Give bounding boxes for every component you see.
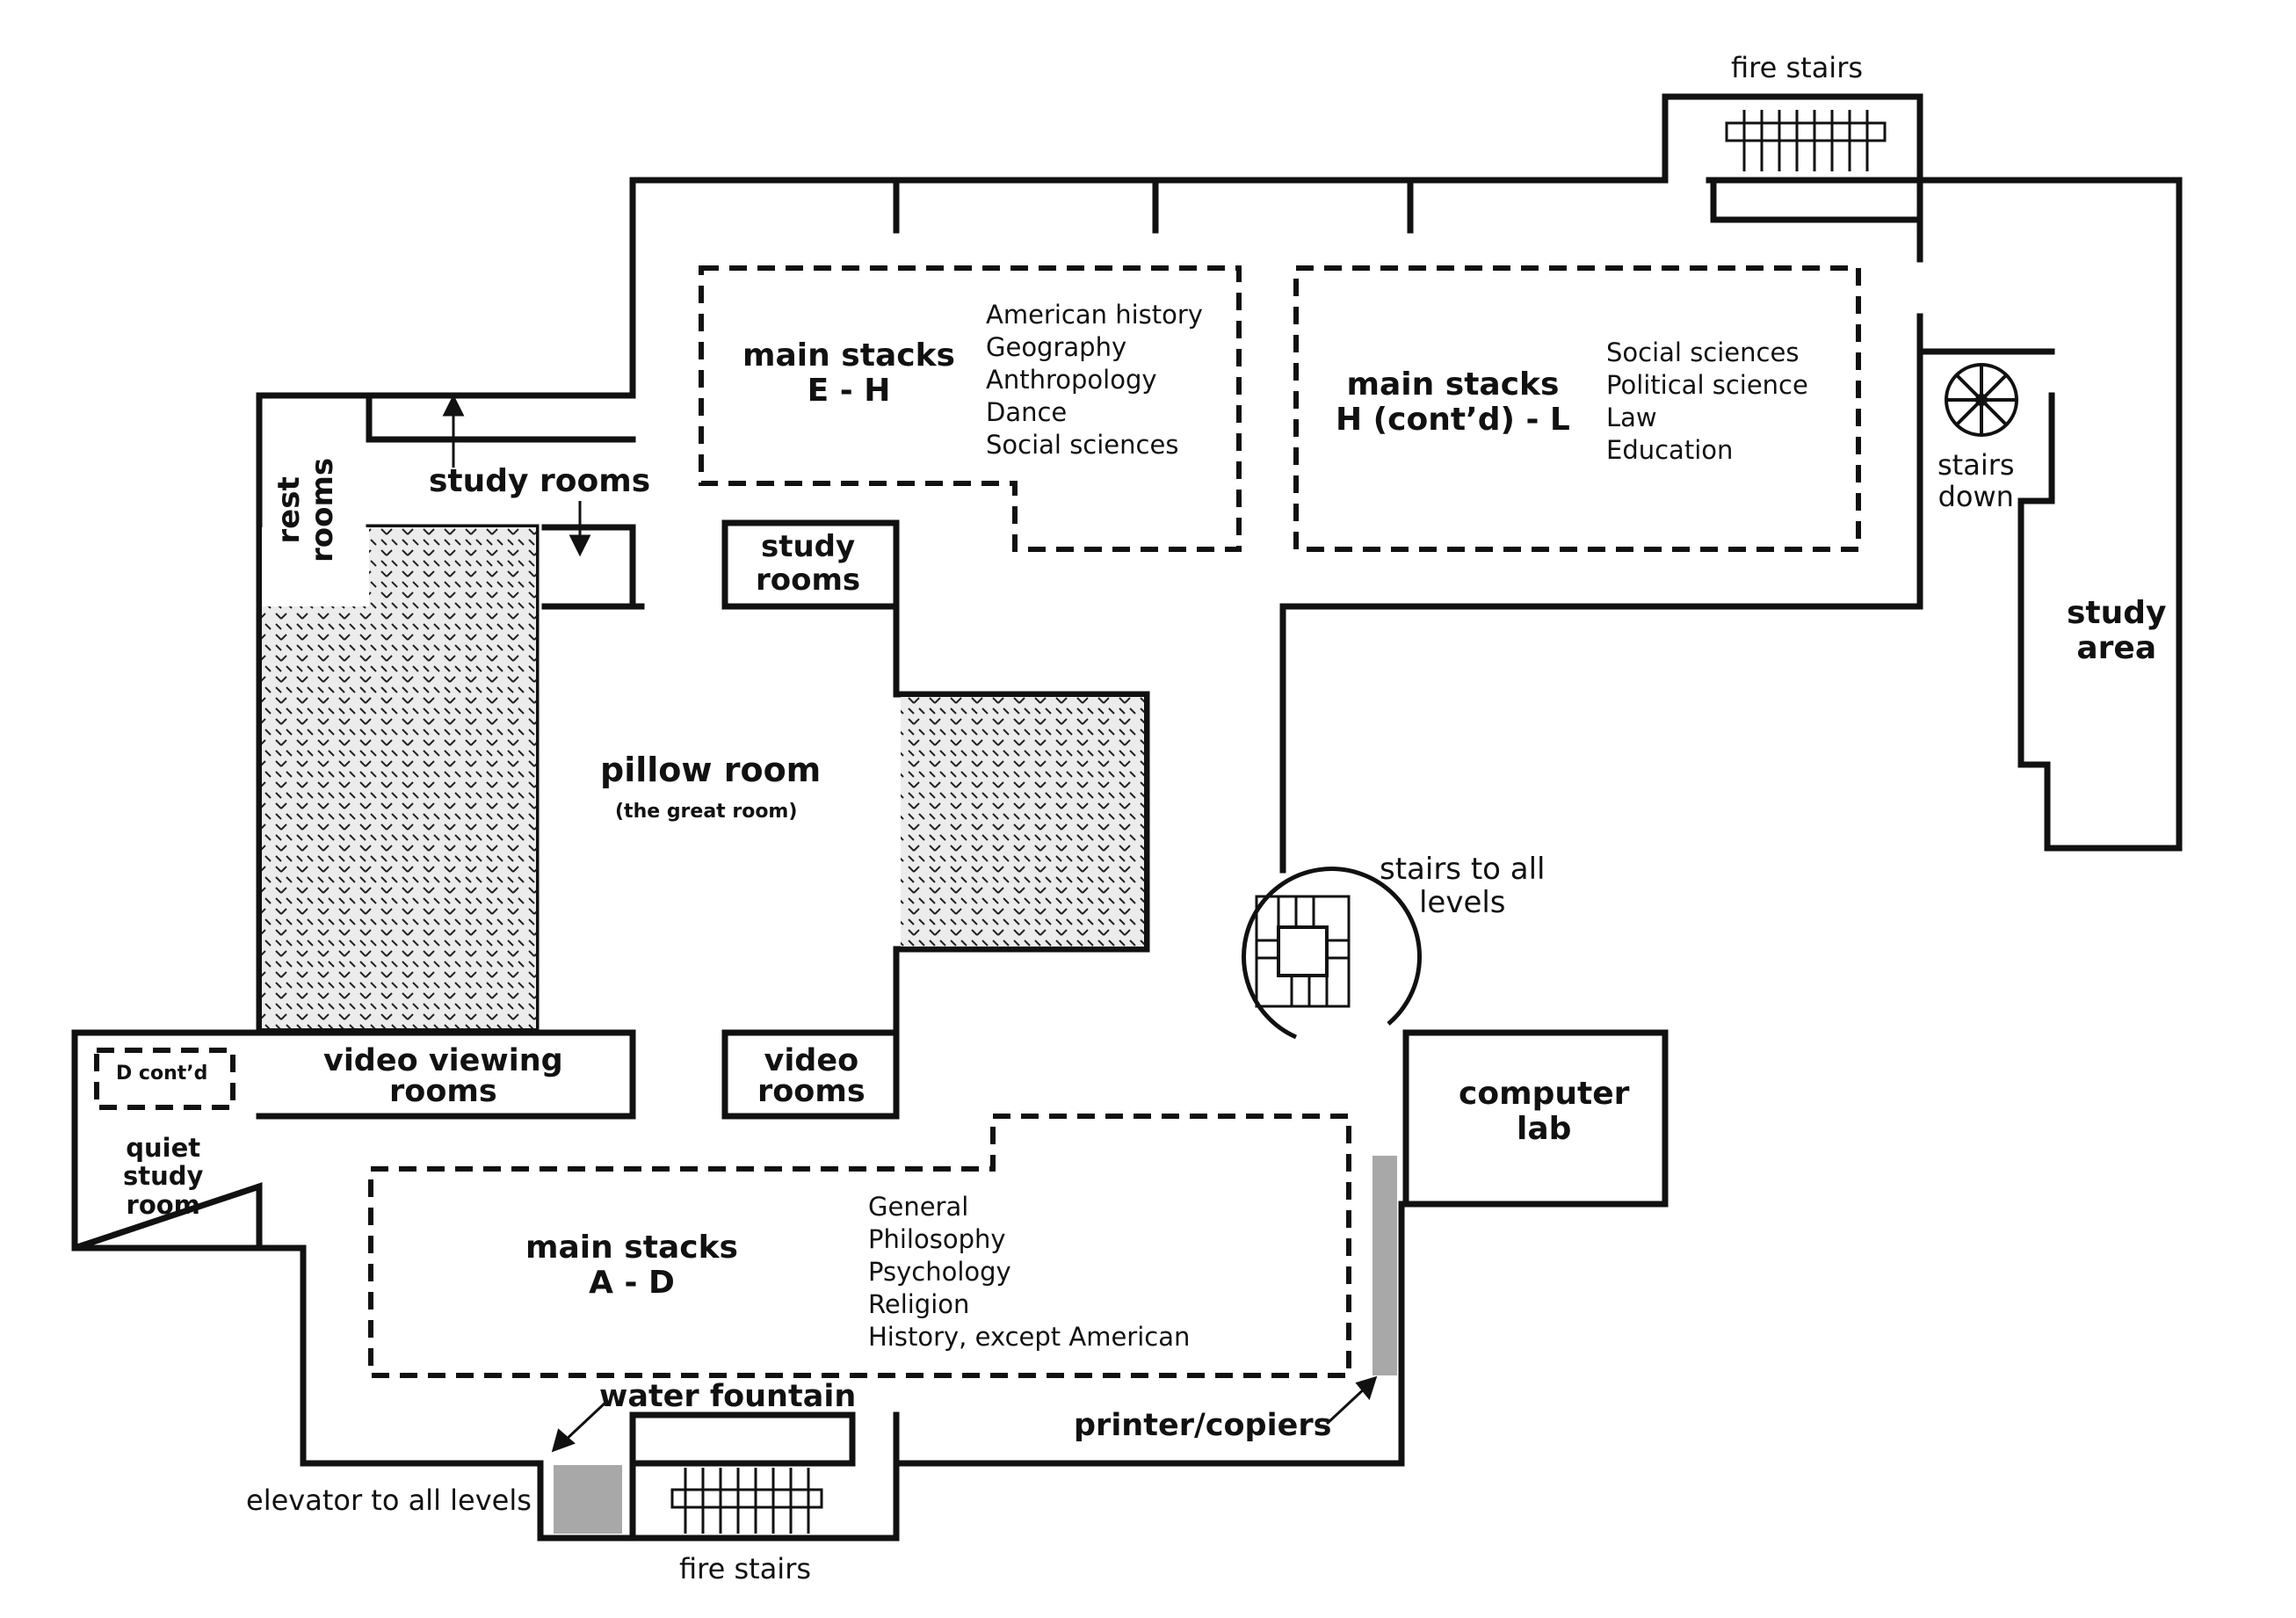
pillow-room-label: pillow room	[600, 751, 822, 789]
video-viewing-rooms-label: video viewing rooms	[323, 1043, 563, 1109]
printer-copiers-label: printer/copiers	[1074, 1408, 1332, 1443]
computer-lab-label: computer lab	[1459, 1076, 1630, 1148]
stacks-eh-title: main stacks E - H	[742, 337, 955, 410]
video-rooms	[721, 1029, 900, 1120]
study-rooms-mid-label: study rooms	[756, 529, 861, 599]
spiral-staircase-icon	[1945, 363, 2018, 437]
stacks-ad-outline	[368, 1114, 1351, 1378]
elevator-label: elevator to all levels	[246, 1484, 532, 1517]
stacks-hatch-notch	[262, 527, 369, 606]
subject-item: Social sciences	[986, 430, 1179, 460]
quiet-study-room	[71, 1029, 263, 1252]
fountain-wall	[629, 1411, 856, 1542]
subject-item: American history	[986, 300, 1203, 330]
subject-item: Dance	[986, 397, 1068, 427]
stacks-hl-title: main stacks H (cont’d) - L	[1336, 366, 1570, 439]
video-viewing-rooms	[256, 1029, 636, 1120]
subject-item: Education	[1606, 435, 1734, 465]
subject-item: Political science	[1606, 370, 1808, 400]
subject-item: Law	[1606, 403, 1657, 432]
stacks-hatch-center	[901, 697, 1144, 947]
stacks-eh-subjects: American history Geography Anthropology …	[986, 299, 1203, 461]
central-wall	[893, 603, 1150, 1036]
printer-bar	[1373, 1156, 1397, 1375]
fire-stairs-bottom-label: fire stairs	[679, 1552, 812, 1585]
square-staircase-icon	[1242, 867, 1422, 1040]
elevator-block	[554, 1465, 622, 1534]
north-bay-walls	[893, 93, 1923, 234]
subject-item: General	[868, 1192, 969, 1222]
fire-stairs-top-label: fire stairs	[1731, 51, 1864, 84]
stacks-ad-subjects: General Philosophy Psychology Religion H…	[868, 1191, 1190, 1353]
subject-item: Religion	[868, 1289, 970, 1319]
quiet-study-room-label: quiet study room	[123, 1133, 204, 1220]
video-rooms-label: video rooms	[757, 1043, 866, 1109]
straight-staircase-icon	[1725, 110, 1887, 171]
subject-item: History, except American	[868, 1322, 1191, 1352]
arrow-printer	[1325, 1385, 1368, 1426]
study-rooms-small	[541, 524, 645, 610]
d-contd-label: D cont’d	[116, 1063, 208, 1085]
stacks-hl-subjects: Social sciences Political science Law Ed…	[1606, 337, 1808, 467]
outer-wall	[629, 163, 2183, 874]
stacks-hl-outline	[1293, 265, 1861, 552]
subject-item: Philosophy	[868, 1224, 1006, 1254]
d-contd-outline	[94, 1048, 235, 1110]
study-area-label: study area	[2067, 595, 2167, 667]
subject-item: Geography	[986, 332, 1127, 362]
stacks-hatch-west	[262, 527, 536, 1028]
subject-item: Social sciences	[1606, 337, 1800, 367]
rest-rooms-label: rest rooms	[272, 457, 341, 562]
pillow-room-sub-label: (the great room)	[615, 801, 798, 823]
straight-staircase-icon-bottom	[670, 1468, 823, 1534]
arrow-fountain	[562, 1400, 608, 1443]
study-rooms-top-label: study rooms	[429, 463, 651, 499]
south-wall	[256, 1029, 1669, 1542]
subject-item: Psychology	[868, 1257, 1011, 1287]
stacks-eh-outline	[699, 265, 1242, 552]
stairs-down-label: stairs down	[1937, 448, 2015, 513]
stacks-ad-title: main stacks A - D	[525, 1230, 738, 1302]
west-wall	[256, 295, 636, 1036]
water-fountain-label: water fountain	[599, 1379, 857, 1414]
stairs-all-levels-label: stairs to all levels	[1380, 852, 1546, 921]
subject-item: Anthropology	[986, 365, 1157, 395]
